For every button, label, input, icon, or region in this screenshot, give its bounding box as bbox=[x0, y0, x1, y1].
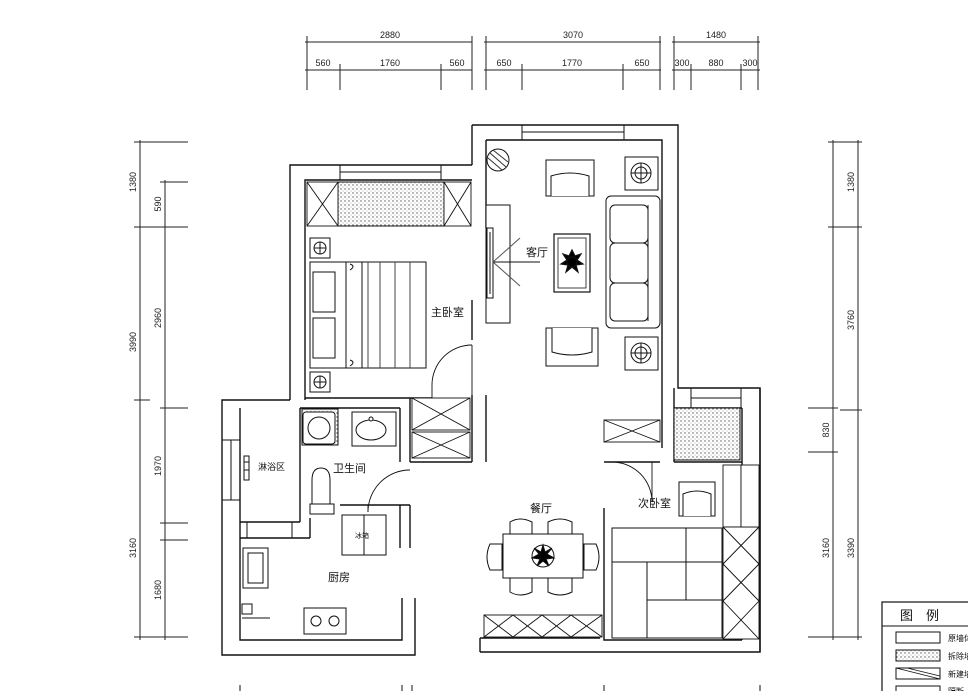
second-bedroom-furniture bbox=[611, 481, 723, 639]
dim-top-10: 300 bbox=[674, 58, 689, 68]
plant bbox=[486, 148, 510, 172]
dim-left-5: 2960 bbox=[153, 308, 163, 328]
dim-top-1: 2880 bbox=[380, 30, 400, 40]
dim-left-3: 3160 bbox=[128, 538, 138, 558]
dim-right-5: 3160 bbox=[821, 538, 831, 558]
armchairs bbox=[545, 159, 599, 367]
label-living: 客厅 bbox=[526, 245, 548, 259]
bed bbox=[309, 261, 427, 369]
dim-right-3: 3390 bbox=[846, 538, 856, 558]
dim-left-6: 1970 bbox=[153, 456, 163, 476]
label-second-bedroom: 次卧室 bbox=[638, 496, 671, 510]
dim-top-6: 560 bbox=[449, 58, 464, 68]
dim-top-5: 1760 bbox=[380, 58, 400, 68]
label-bathroom: 卫生间 bbox=[333, 461, 366, 475]
dim-left-1: 1380 bbox=[128, 172, 138, 192]
windows bbox=[221, 124, 742, 539]
dim-top-7: 650 bbox=[496, 58, 511, 68]
legend-item-4: 隔断 bbox=[948, 686, 964, 691]
top-dimension-lines bbox=[305, 36, 760, 90]
legend-title: 图 例 bbox=[900, 609, 939, 624]
label-kitchen: 厨房 bbox=[328, 571, 350, 584]
tv-console bbox=[485, 204, 540, 324]
dim-right-2: 3760 bbox=[846, 310, 856, 330]
right-dimension-lines bbox=[808, 140, 862, 640]
dim-top-12: 300 bbox=[742, 58, 757, 68]
dim-left-2: 3990 bbox=[128, 332, 138, 352]
dim-top-2: 3070 bbox=[563, 30, 583, 40]
legend-item-1: 原墙体 bbox=[948, 633, 968, 643]
label-fridge: 冰箱 bbox=[355, 531, 369, 540]
sofa bbox=[605, 195, 661, 329]
legend: 图 例 原墙体 拆除墙体 新建墙体 隔断 bbox=[881, 601, 968, 691]
dim-top-8: 1770 bbox=[562, 58, 582, 68]
bottom-ticks bbox=[239, 685, 761, 691]
label-master-bedroom: 主卧室 bbox=[431, 305, 464, 319]
dim-left-7: 1680 bbox=[153, 580, 163, 600]
dim-left-4: 590 bbox=[153, 196, 163, 211]
label-dining: 餐厅 bbox=[530, 501, 552, 515]
top-dimension-texts: 2880 3070 1480 560 1760 560 650 1770 650… bbox=[315, 30, 757, 68]
side-tables bbox=[624, 156, 659, 371]
left-dimension-lines bbox=[134, 140, 188, 640]
label-shower: 淋浴区 bbox=[258, 461, 285, 473]
dim-top-9: 650 bbox=[634, 58, 649, 68]
dim-top-3: 1480 bbox=[706, 30, 726, 40]
room-labels: 客厅 主卧室 卫生间 淋浴区 厨房 餐厅 次卧室 冰箱 bbox=[258, 245, 671, 584]
kitchen-fixtures bbox=[241, 514, 387, 635]
coffee-table bbox=[553, 233, 591, 293]
cabinets bbox=[306, 181, 760, 640]
left-dimension-texts: 1380 3990 3160 590 2960 1970 1680 bbox=[128, 172, 163, 600]
dim-top-4: 560 bbox=[315, 58, 330, 68]
bathroom-fixtures bbox=[243, 411, 397, 515]
legend-item-3: 新建墙体 bbox=[948, 669, 968, 679]
dim-top-11: 880 bbox=[708, 58, 723, 68]
dining-table bbox=[486, 518, 600, 596]
right-dimension-texts: 1380 3760 3390 830 3160 bbox=[821, 172, 856, 558]
dim-right-4: 830 bbox=[821, 422, 831, 437]
doors bbox=[367, 344, 653, 513]
legend-item-2: 拆除墙体 bbox=[948, 651, 968, 661]
dim-right-1: 1380 bbox=[846, 172, 856, 192]
nightstand-lamps bbox=[309, 237, 331, 393]
